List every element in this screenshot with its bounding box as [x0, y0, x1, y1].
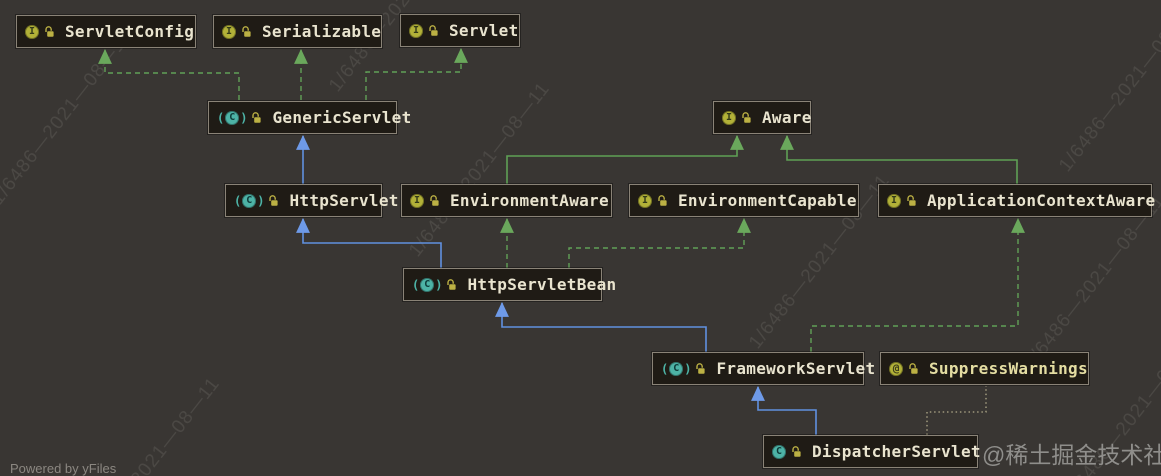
edge-applicationcontextaware-extends-aware: [780, 134, 1018, 184]
id-date-watermark: 1/6486—2021—08—11: [405, 78, 555, 261]
node-httpservletbean[interactable]: HttpServletBean: [403, 268, 616, 301]
key-icon: [791, 445, 802, 458]
interface-icon: [25, 24, 39, 39]
node-label: FrameworkServlet: [716, 359, 876, 378]
node-label: EnvironmentAware: [450, 191, 609, 210]
node-label: DispatcherServlet: [812, 442, 981, 461]
edge-dispatcherservlet-annotated-suppresswarnings: [926, 386, 987, 435]
node-label: ApplicationContextAware: [927, 191, 1156, 210]
key-icon: [251, 111, 262, 124]
node-suppresswarnings[interactable]: SuppressWarnings: [880, 352, 1089, 385]
node-frameworkservlet[interactable]: FrameworkServlet: [652, 352, 875, 385]
node-serializable[interactable]: Serializable: [213, 15, 382, 48]
node-httpservlet[interactable]: HttpServlet: [225, 184, 398, 217]
key-icon: [741, 111, 752, 124]
abstract-class-icon: [217, 110, 247, 125]
interface-icon: [638, 193, 652, 208]
abstract-class-icon: [234, 193, 264, 208]
node-label: HttpServlet: [289, 191, 399, 210]
key-icon: [908, 362, 919, 375]
key-icon: [428, 24, 439, 37]
key-icon: [695, 362, 706, 375]
node-label: SuppressWarnings: [929, 359, 1088, 378]
node-servlet[interactable]: Servlet: [400, 14, 520, 47]
node-label: Servlet: [449, 21, 519, 40]
key-icon: [906, 194, 917, 207]
node-label: ServletConfig: [65, 22, 195, 41]
node-dispatcherservlet[interactable]: DispatcherServlet: [763, 435, 981, 468]
interface-icon: [410, 193, 424, 208]
key-icon: [241, 25, 252, 38]
id-date-watermark: 1/6486—2021—08—11: [0, 26, 137, 209]
node-label: EnvironmentCapable: [678, 191, 857, 210]
interface-icon: [409, 23, 423, 38]
key-icon: [446, 278, 457, 291]
key-icon: [268, 194, 279, 207]
id-date-watermark: 1/6486—2021—08—11: [1055, 0, 1161, 176]
edge-httpservletbean-extends-httpservlet: [296, 217, 442, 268]
abstract-class-icon: [661, 361, 691, 376]
node-environmentcapable[interactable]: EnvironmentCapable: [629, 184, 859, 217]
node-genericservlet[interactable]: GenericServlet: [208, 101, 411, 134]
key-icon: [657, 194, 668, 207]
node-label: Aware: [762, 108, 812, 127]
interface-icon: [722, 110, 736, 125]
edge-environmentaware-extends-aware: [506, 134, 744, 184]
node-servletconfig[interactable]: ServletConfig: [16, 15, 196, 48]
node-aware[interactable]: Aware: [713, 101, 811, 134]
edge-httpservletbean-implements-environmentcapable: [568, 217, 751, 268]
interface-icon: [222, 24, 236, 39]
key-icon: [44, 25, 55, 38]
node-label: HttpServletBean: [467, 275, 617, 294]
key-icon: [429, 194, 440, 207]
class-icon: [772, 444, 786, 459]
annotation-icon: [889, 361, 903, 376]
abstract-class-icon: [412, 277, 442, 292]
id-date-watermark: 1/6486—2021—08—11: [1020, 190, 1161, 373]
edge-dispatcherservlet-extends-frameworkservlet: [751, 385, 817, 435]
juejin-community-watermark: @稀土掘金技术社区: [982, 442, 1161, 468]
edge-frameworkservlet-extends-httpservletbean: [495, 301, 707, 352]
node-label: GenericServlet: [272, 108, 412, 127]
edge-genericservlet-implements-servletconfig: [98, 48, 240, 100]
node-label: Serializable: [262, 22, 382, 41]
node-environmentaware[interactable]: EnvironmentAware: [401, 184, 612, 217]
interface-icon: [887, 193, 901, 208]
powered-by-yfiles-link[interactable]: Powered by yFiles: [10, 461, 117, 476]
edge-genericservlet-implements-servlet: [365, 47, 468, 100]
node-applicationcontextaware[interactable]: ApplicationContextAware: [878, 184, 1156, 217]
edge-frameworkservlet-implements-applicationcontextaware: [810, 217, 1025, 352]
